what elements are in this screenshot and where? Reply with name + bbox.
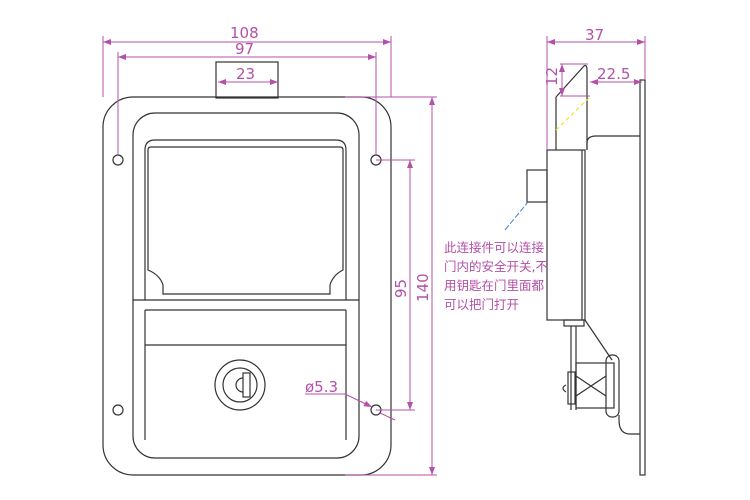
dim-hole-diameter: ø5.3 <box>305 378 338 396</box>
annotation-note: 此连接件可以连接门内的安全开关,不用钥匙在门里面都可以把门打开 <box>444 240 548 312</box>
dim-37: 37 <box>585 26 604 44</box>
inner-panel <box>132 112 360 459</box>
mount-hole <box>112 404 124 416</box>
latch-tongue <box>215 61 279 99</box>
side-view <box>526 64 646 476</box>
mount-hole <box>112 154 124 166</box>
dim-108: 108 <box>230 24 259 42</box>
dim-95: 95 <box>392 279 410 298</box>
lock-housing <box>546 149 586 321</box>
dim-23: 23 <box>236 65 255 83</box>
front-dimensions: 108 97 23 95 140 ø5.3 <box>102 24 437 476</box>
dim-22-5: 22.5 <box>597 65 630 83</box>
hex-nut <box>605 354 620 418</box>
side-dimensions: 37 12 22.5 <box>504 26 646 231</box>
outer-plate <box>102 96 392 476</box>
connector-stub <box>526 169 548 203</box>
handle-opening <box>147 146 344 295</box>
dim-12: 12 <box>543 67 561 86</box>
note-leader <box>504 201 529 231</box>
front-view <box>102 61 392 476</box>
dim-97: 97 <box>235 40 254 58</box>
door-plate <box>639 79 646 476</box>
latch-bolt <box>555 64 588 150</box>
handle-recess <box>144 139 347 300</box>
key-lock <box>214 359 266 411</box>
dim-140: 140 <box>414 273 432 302</box>
